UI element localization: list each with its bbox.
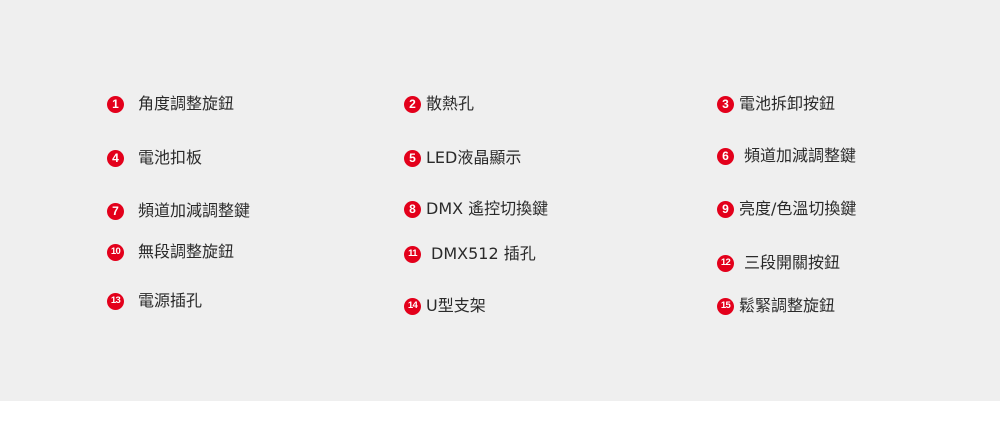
legend-label-4: 電池扣板: [138, 148, 203, 167]
legend-item-14: 14 U型支架: [404, 295, 486, 317]
number-badge-5: 5: [404, 149, 421, 167]
legend-item-2: 2 散熱孔: [404, 93, 474, 115]
number-badge-13: 13: [107, 292, 124, 310]
number-badge-8: 8: [404, 200, 421, 218]
legend-label-2: 散熱孔: [426, 94, 475, 113]
legend-label-10: 無段調整旋鈕: [138, 242, 235, 261]
number-badge-10: 10: [107, 243, 124, 261]
legend-label-1: 角度調整旋鈕: [138, 94, 235, 113]
legend-label-13: 電源插孔: [138, 291, 203, 310]
legend-item-9: 9 亮度/色溫切換鍵: [717, 198, 856, 220]
legend-label-3: 電池拆卸按鈕: [739, 94, 836, 113]
number-badge-15: 15: [717, 297, 734, 315]
legend-item-11: 11 DMX512 插孔: [404, 243, 536, 265]
legend-label-8: DMX 遙控切換鍵: [426, 199, 549, 218]
number-badge-12: 12: [717, 254, 734, 272]
parts-legend-panel: 1 角度調整旋鈕 2 散熱孔 3 電池拆卸按鈕 4 電池扣板 5 LED液晶顯示…: [0, 0, 1000, 401]
number-badge-3: 3: [717, 95, 734, 113]
legend-label-14: U型支架: [426, 296, 486, 315]
number-badge-4: 4: [107, 149, 124, 167]
number-badge-1: 1: [107, 95, 124, 113]
legend-item-7: 7 頻道加減調整鍵: [107, 200, 250, 222]
number-badge-2: 2: [404, 95, 421, 113]
legend-item-4: 4 電池扣板: [107, 147, 202, 169]
number-badge-9: 9: [717, 200, 734, 218]
number-badge-7: 7: [107, 202, 124, 220]
legend-label-5: LED液晶顯示: [426, 148, 522, 167]
legend-item-1: 1 角度調整旋鈕: [107, 93, 234, 115]
legend-item-8: 8 DMX 遙控切換鍵: [404, 198, 548, 220]
legend-item-13: 13 電源插孔: [107, 290, 202, 312]
number-badge-14: 14: [404, 297, 421, 315]
legend-item-15: 15 鬆緊調整旋鈕: [717, 295, 835, 317]
legend-item-10: 10 無段調整旋鈕: [107, 241, 234, 263]
legend-item-5: 5 LED液晶顯示: [404, 147, 521, 169]
legend-item-12: 12 三段開關按鈕: [717, 252, 840, 274]
number-badge-11: 11: [404, 245, 421, 263]
legend-label-15: 鬆緊調整旋鈕: [739, 296, 836, 315]
legend-label-6: 頻道加減調整鍵: [744, 146, 857, 165]
number-badge-6: 6: [717, 147, 734, 165]
legend-label-9: 亮度/色溫切換鍵: [739, 199, 857, 218]
legend-item-3: 3 電池拆卸按鈕: [717, 93, 835, 115]
legend-label-12: 三段開關按鈕: [744, 253, 841, 272]
legend-item-6: 6 頻道加減調整鍵: [717, 145, 856, 167]
legend-label-7: 頻道加減調整鍵: [138, 201, 251, 220]
legend-label-11: DMX512 插孔: [431, 244, 536, 263]
